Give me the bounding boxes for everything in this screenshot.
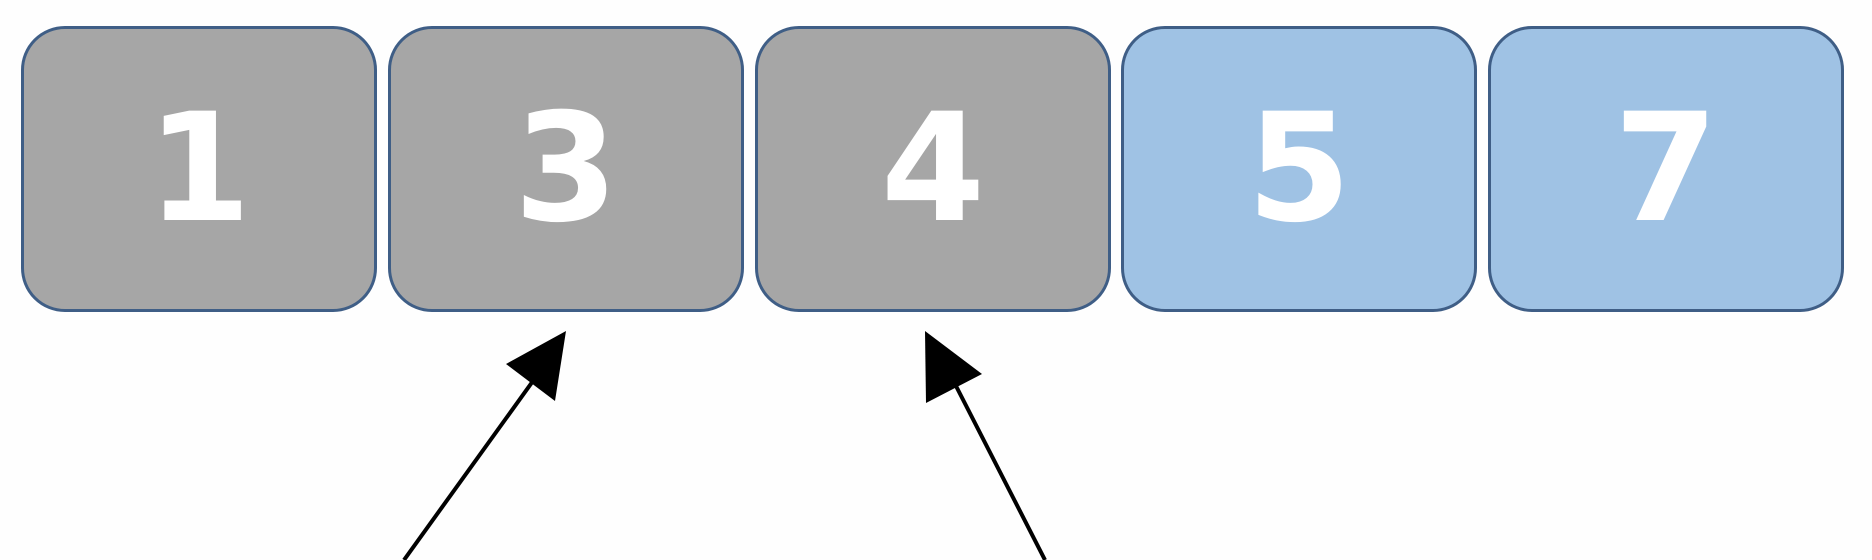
cell-value: 1 [146, 82, 252, 256]
cell-value: 7 [1613, 82, 1719, 256]
cell-value: 5 [1246, 82, 1352, 256]
array-cell-1: 3 [388, 26, 744, 312]
arrow-up-right-icon [402, 331, 566, 560]
arrow-up-left-icon [925, 331, 1047, 560]
array-cell-4: 7 [1488, 26, 1844, 312]
cell-value: 4 [880, 82, 986, 256]
array-cell-3: 5 [1121, 26, 1477, 312]
array-cell-0: 1 [21, 26, 377, 312]
cell-value: 3 [513, 82, 619, 256]
array-cell-2: 4 [755, 26, 1111, 312]
